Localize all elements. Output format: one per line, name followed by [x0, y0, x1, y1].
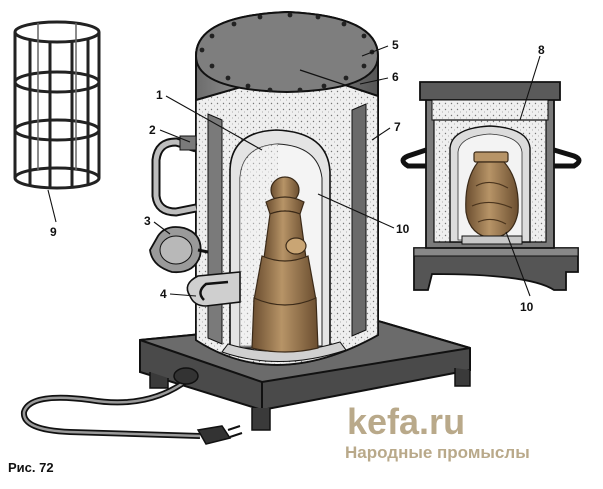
callout-4: 4 — [160, 287, 167, 301]
callout-10-section: 10 — [520, 300, 534, 314]
lid-rivets — [199, 12, 375, 93]
callout-1: 1 — [156, 88, 163, 102]
watermark-site: kefa.ru — [347, 401, 466, 442]
callout-2: 2 — [149, 123, 156, 137]
kiln-main — [21, 10, 471, 445]
leader-lines — [47, 45, 541, 297]
callout-3: 3 — [144, 214, 151, 228]
callout-7: 7 — [394, 120, 401, 134]
callout-numbers: 1 2 3 4 5 6 7 8 9 10 10 — [50, 38, 545, 314]
watermark-subtitle: Народные промыслы — [345, 443, 530, 462]
callout-6: 6 — [392, 70, 399, 84]
figurine — [251, 176, 319, 353]
callout-8: 8 — [538, 43, 545, 57]
kiln-cross-section — [400, 81, 582, 291]
callout-5: 5 — [392, 38, 399, 52]
callout-10-main: 10 — [396, 222, 410, 236]
vase — [461, 151, 523, 245]
wire-cage-9 — [13, 20, 101, 190]
plug — [196, 425, 243, 445]
figure-caption: Рис. 72 — [8, 460, 54, 475]
callout-9: 9 — [50, 225, 57, 239]
